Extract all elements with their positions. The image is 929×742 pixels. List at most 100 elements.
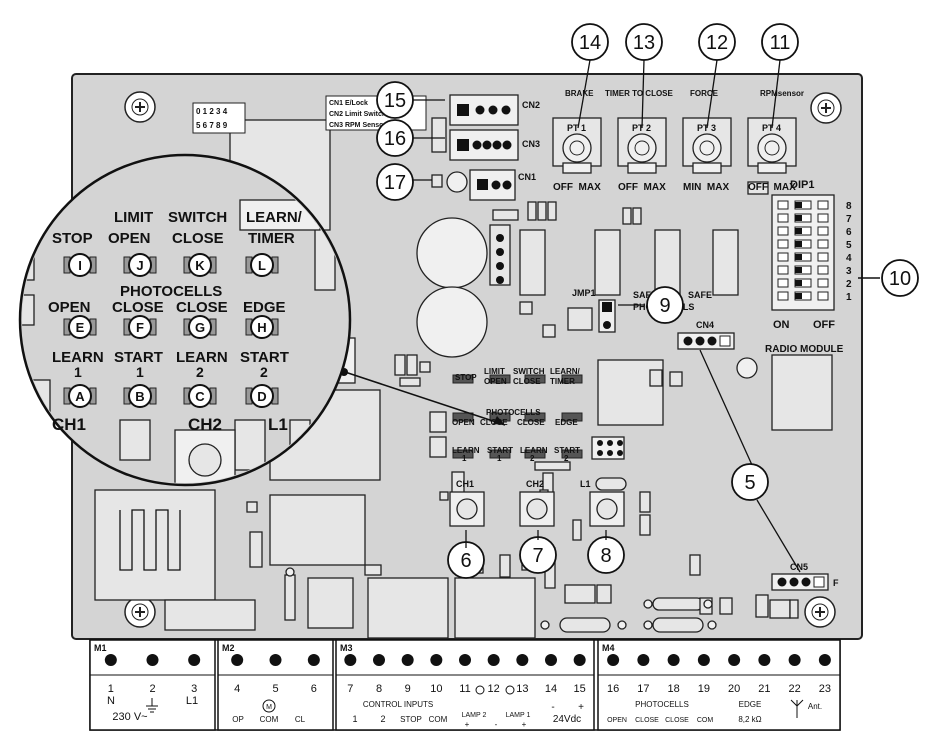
terminal-screw[interactable] xyxy=(104,654,117,666)
zoom-row2-close1: CLOSE xyxy=(112,299,164,316)
led-letter: J xyxy=(136,258,143,273)
dip-on-label: ON xyxy=(773,319,790,331)
callout-number: 5 xyxy=(744,472,755,494)
small-row1-2: SWITCH xyxy=(513,367,545,376)
terminal-screw[interactable] xyxy=(269,654,282,666)
dip-switch-left[interactable] xyxy=(777,265,789,275)
led-letter: K xyxy=(195,258,205,273)
callout-5-leader-a xyxy=(699,349,753,466)
zoom-row3-n4: 2 xyxy=(260,364,268,380)
zoom-row3-learn1: LEARN xyxy=(52,349,104,366)
terminal-screw[interactable] xyxy=(573,654,586,666)
terminal-screw[interactable] xyxy=(459,654,471,666)
terminal-number: 21 xyxy=(758,683,770,695)
callout-number: 15 xyxy=(384,90,406,112)
led-letter: L xyxy=(258,258,266,273)
led-letter: C xyxy=(195,389,205,404)
legend-cn1: CN1 E/Lock xyxy=(329,100,368,107)
terminal-screw[interactable] xyxy=(344,654,357,666)
callout-number: 16 xyxy=(384,128,406,150)
callout-circle xyxy=(646,286,684,324)
pot-pt3[interactable] xyxy=(682,117,732,174)
small-row1b-0: OPEN xyxy=(484,377,507,386)
dip-number: 1 xyxy=(846,292,852,303)
dip-switch-left[interactable] xyxy=(777,213,789,223)
dip-switch-right xyxy=(817,226,829,236)
zoom-limit-label: LIMIT xyxy=(114,209,153,226)
dip-switch-knob xyxy=(795,202,802,208)
dip-switch-left[interactable] xyxy=(777,239,789,249)
callout-circle xyxy=(881,259,919,297)
terminal-screw[interactable] xyxy=(667,654,680,666)
status-led-small xyxy=(489,449,511,459)
led-letter: D xyxy=(257,389,266,404)
dip-switch-left[interactable] xyxy=(777,291,789,301)
zoom-row2-edge: EDGE xyxy=(243,299,286,316)
terminal-screw[interactable] xyxy=(307,654,320,666)
dip-switch-right xyxy=(817,239,829,249)
button-l1-small[interactable] xyxy=(589,491,625,527)
dip-switch-right xyxy=(817,213,829,223)
timer-label: TIMER TO CLOSE xyxy=(605,89,674,98)
cn1-label: CN1 xyxy=(518,172,536,182)
terminal-screw[interactable] xyxy=(516,654,529,666)
ci-stop: STOP xyxy=(400,715,422,724)
button-ch2-small[interactable] xyxy=(519,491,555,527)
connector-cn1 xyxy=(469,169,516,201)
dip-switch-left[interactable] xyxy=(777,200,789,210)
lamp-plus-2: + xyxy=(522,720,527,729)
callout-14-leader xyxy=(577,59,591,129)
microcontroller xyxy=(597,359,664,426)
terminal-screw[interactable] xyxy=(697,654,710,666)
capacitor-block xyxy=(164,599,256,631)
dip-number: 5 xyxy=(846,240,852,251)
zoom-stop-label: STOP xyxy=(52,230,93,247)
legend-cn2: CN2 Limit Switch xyxy=(329,111,386,118)
dip-switch-left[interactable] xyxy=(777,252,789,262)
dc-minus: - xyxy=(551,702,554,713)
callout-13-leader xyxy=(641,59,645,129)
zoom-close-label: CLOSE xyxy=(172,230,224,247)
dip-switch-knob xyxy=(795,241,802,247)
led-letter: I xyxy=(78,258,82,273)
terminal-screw[interactable] xyxy=(231,654,244,666)
lamp-plus-1: + xyxy=(465,720,470,729)
terminal-screw[interactable] xyxy=(373,654,385,666)
terminal-screw[interactable] xyxy=(637,654,650,666)
status-led-small xyxy=(524,374,546,384)
callout-5-leader-b xyxy=(756,499,801,573)
small-row3-2: LEARN xyxy=(520,446,548,455)
pt3-label: PT 3 xyxy=(697,123,716,133)
zoom-open-label: OPEN xyxy=(108,230,151,247)
terminal-screw[interactable] xyxy=(188,654,201,666)
terminal-screw[interactable] xyxy=(430,654,443,666)
terminal-screw[interactable] xyxy=(146,654,159,666)
connector-relay xyxy=(431,117,447,153)
terminal-screw[interactable] xyxy=(818,654,831,666)
dip-switch-left[interactable] xyxy=(777,278,789,288)
dip-number: 7 xyxy=(846,214,852,225)
dip-switch-knob xyxy=(795,254,802,260)
terminal-number: 17 xyxy=(637,683,649,695)
terminal-screw[interactable] xyxy=(487,654,500,666)
status-led-small xyxy=(489,374,511,384)
ci-com: COM xyxy=(429,715,448,724)
terminal-number: 2 xyxy=(149,683,155,695)
terminal-screw[interactable] xyxy=(788,654,801,666)
dip-switch-left[interactable] xyxy=(777,226,789,236)
led-letter: B xyxy=(135,389,144,404)
small-l1-label: L1 xyxy=(580,479,591,489)
terminal-screw[interactable] xyxy=(607,654,620,666)
zoom-row2-open: OPEN xyxy=(48,299,91,316)
terminal-screw[interactable] xyxy=(728,654,741,666)
pot-pt1[interactable] xyxy=(552,117,602,174)
terminal-screw[interactable] xyxy=(545,654,557,666)
callout-circle xyxy=(698,23,736,61)
terminal-number: 15 xyxy=(574,683,586,695)
terminal-screw[interactable] xyxy=(401,654,414,666)
dip-number: 4 xyxy=(846,253,852,264)
pot-pt2[interactable] xyxy=(617,117,667,174)
terminal-screw[interactable] xyxy=(758,654,771,666)
button-ch1-small[interactable] xyxy=(449,491,485,527)
